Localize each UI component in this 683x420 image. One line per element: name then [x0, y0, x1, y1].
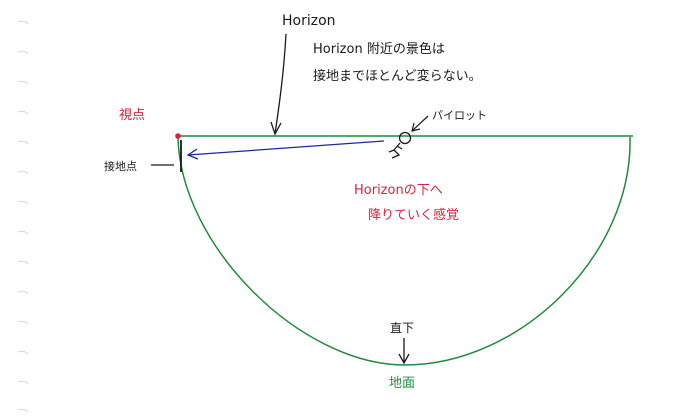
ground-label: 地面	[389, 376, 415, 391]
ground-arc	[177, 136, 631, 366]
ring-mark	[17, 408, 29, 413]
directly-below-arrow	[398, 338, 410, 365]
viewpoint-dot	[175, 133, 181, 139]
ring-mark	[17, 20, 29, 25]
ring-mark	[17, 380, 29, 385]
directly-below-label: 直下	[390, 321, 414, 335]
ring-mark	[17, 170, 29, 175]
sensation-line2: 降りていく感覚	[368, 207, 459, 223]
horizon-note-line2: 接地までほとんど変らない。	[313, 68, 482, 84]
pilot-figure	[388, 131, 412, 159]
horizon-note-line1: Horizon 附近の景色は	[313, 41, 445, 57]
ring-mark	[17, 350, 29, 355]
notebook-rings	[17, 20, 29, 413]
ring-mark	[17, 230, 29, 235]
touchdown-label: 接地点	[104, 160, 137, 173]
ring-mark	[17, 110, 29, 115]
ring-mark	[17, 290, 29, 295]
ring-mark	[17, 50, 29, 55]
horizon-pointer-arrow	[270, 33, 287, 136]
line-of-sight-arrow	[186, 140, 385, 160]
ring-mark	[17, 320, 29, 325]
ring-mark	[17, 80, 29, 85]
viewpoint-label: 視点	[119, 108, 145, 123]
pilot-label: パイロット	[432, 109, 487, 122]
ring-mark	[17, 140, 29, 145]
ring-mark	[17, 260, 29, 265]
horizon-label: Horizon	[282, 13, 336, 29]
pilot-pointer-arrow	[411, 115, 429, 132]
ring-mark	[17, 200, 29, 205]
sensation-line1: Horizonの下へ	[354, 183, 443, 198]
